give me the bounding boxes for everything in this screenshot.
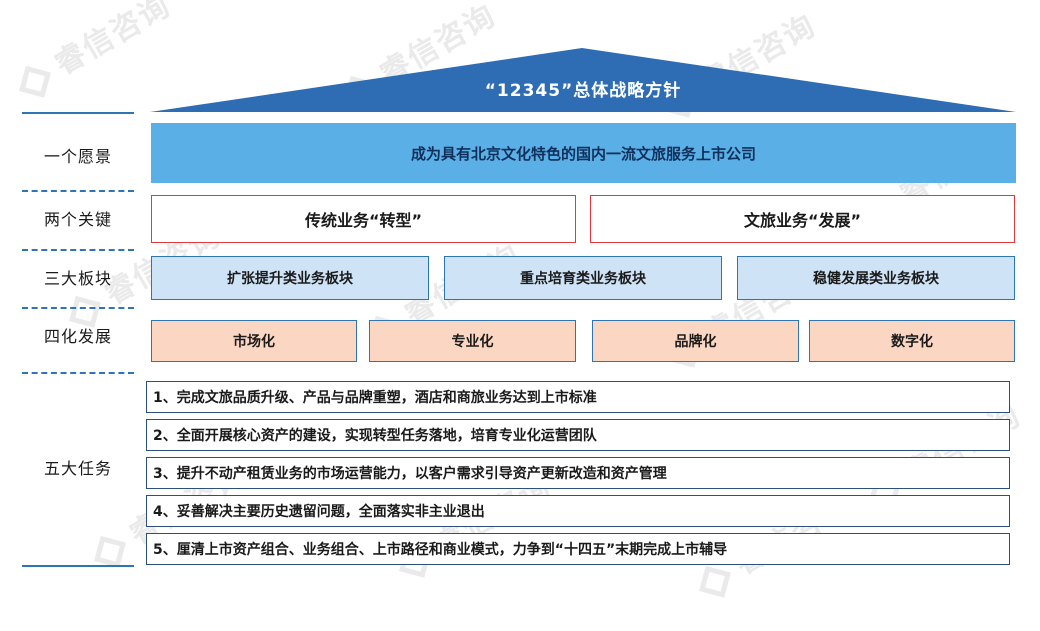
watermark-logo-icon — [18, 65, 51, 98]
label-sectors: 三大板块 — [43, 269, 112, 288]
label-keys: 两个关键 — [43, 210, 112, 229]
watermark-logo-icon — [698, 565, 731, 598]
task-item-3: 3、提升不动产租赁业务的市场运营能力，以客户需求引导资产更新改造和资产管理 — [146, 457, 1010, 489]
label-vision: 一个愿景 — [43, 147, 112, 166]
development-box-market: 市场化 — [151, 320, 357, 362]
development-box-brand: 品牌化 — [592, 320, 799, 362]
separator-line — [22, 307, 134, 309]
separator-line — [22, 372, 134, 374]
separator-line — [22, 190, 134, 192]
task-item-2: 2、全面开展核心资产的建设，实现转型任务落地，培育专业化运营团队 — [146, 419, 1010, 451]
key-box-transformation: 传统业务“转型” — [151, 195, 576, 243]
vision-box: 成为具有北京文化特色的国内一流文旅服务上市公司 — [151, 123, 1016, 183]
strategy-title: “12345”总体战略方针 — [484, 81, 682, 101]
separator-line — [22, 565, 134, 567]
separator-line — [22, 112, 134, 114]
task-item-4: 4、妥善解决主要历史遗留问题，全面落实非主业退出 — [146, 495, 1010, 527]
strategy-roof — [150, 48, 1016, 112]
label-development: 四化发展 — [43, 327, 112, 346]
sector-box-cultivation: 重点培育类业务板块 — [444, 256, 722, 300]
task-item-5: 5、厘清上市资产组合、业务组合、上市路径和商业模式，力争到“十四五”末期完成上市… — [146, 533, 1010, 565]
sector-box-steady: 稳健发展类业务板块 — [737, 256, 1015, 300]
development-box-professional: 专业化 — [369, 320, 576, 362]
task-item-1: 1、完成文旅品质升级、产品与品牌重塑，酒店和商旅业务达到上市标准 — [146, 381, 1010, 413]
separator-line — [22, 249, 134, 251]
watermark-logo-icon — [93, 535, 126, 568]
key-box-development: 文旅业务“发展” — [590, 195, 1015, 243]
sector-box-expansion: 扩张提升类业务板块 — [151, 256, 429, 300]
label-tasks: 五大任务 — [43, 459, 112, 478]
development-box-digital: 数字化 — [809, 320, 1015, 362]
